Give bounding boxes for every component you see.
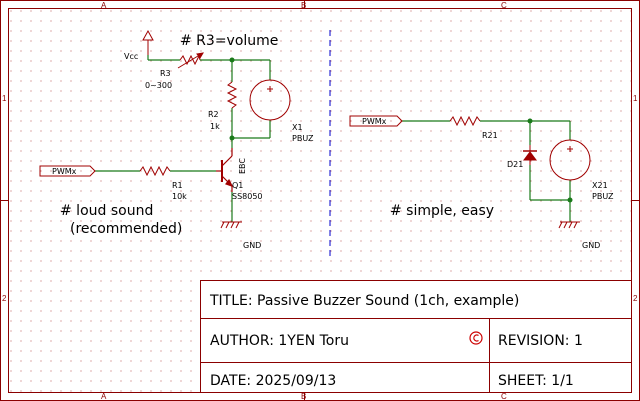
d21-diode xyxy=(523,145,537,165)
right-circuit-junctions xyxy=(527,118,573,203)
right-pwm-port xyxy=(349,115,403,127)
right-pwm-port-label: PWMx xyxy=(362,117,387,126)
q1-npn-transistor xyxy=(216,148,234,192)
x1-buzzer xyxy=(249,79,291,121)
r21-ref-label: R21 xyxy=(482,131,498,140)
r1-value-label: 10k xyxy=(172,192,187,201)
d21-ref-label: D21 xyxy=(507,160,523,169)
r2-value-label: 1k xyxy=(210,122,220,131)
r3-ref-label: R3 xyxy=(160,69,171,78)
x1-ref-label: X1 xyxy=(292,123,303,132)
vcc-power-symbol xyxy=(142,29,154,55)
frame-col-label-a-top: A xyxy=(101,1,107,10)
right-gnd-label: GND xyxy=(582,241,600,250)
title-block-sheet: SHEET: 1/1 xyxy=(498,373,574,389)
comment-loud-sound: # loud sound xyxy=(60,203,153,219)
right-gnd-symbol xyxy=(558,221,580,229)
left-pwm-port xyxy=(39,165,96,177)
title-block-date: DATE: 2025/09/13 xyxy=(210,373,336,389)
title-block-author: AUTHOR: 1YEN Toru xyxy=(210,333,349,349)
frame-col-label-a-bottom: A xyxy=(101,392,107,401)
left-pwm-port-label: PWMx xyxy=(52,167,77,176)
title-block-title: TITLE: Passive Buzzer Sound (1ch, exampl… xyxy=(209,293,519,309)
r2-resistor xyxy=(226,81,238,109)
frame-row-label-2-right: 2 xyxy=(633,294,638,303)
frame-row-label-2-left: 2 xyxy=(2,294,7,303)
r3-variable-resistor xyxy=(177,52,204,69)
frame-col-label-c-top: C xyxy=(501,1,507,10)
title-block-revision: REVISION: 1 xyxy=(498,333,583,349)
comment-simple-easy: # simple, easy xyxy=(390,203,494,219)
comment-r3-volume: # R3=volume xyxy=(180,33,278,49)
frame-row-label-1-left: 1 xyxy=(2,94,7,103)
vcc-label: Vcc xyxy=(124,52,138,61)
x21-value-label: PBUZ xyxy=(592,192,614,201)
q1-value-label: SS8050 xyxy=(232,192,263,201)
title-block-lines xyxy=(200,318,632,392)
x1-value-label: PBUZ xyxy=(292,134,314,143)
left-gnd-label: GND xyxy=(243,241,261,250)
r21-resistor xyxy=(449,115,481,127)
q1-ref-label: Q1 xyxy=(232,181,243,190)
r1-ref-label: R1 xyxy=(172,181,183,190)
frame-col-label-c-bottom: C xyxy=(501,392,507,401)
q1-pin-label: EBC xyxy=(238,158,247,174)
frame-col-label-b-bottom: B xyxy=(301,392,306,401)
frame-col-label-b-top: B xyxy=(301,1,306,10)
cc-logo-icon xyxy=(469,331,483,345)
r3-value-label: 0~300 xyxy=(145,81,172,90)
comment-recommended: (recommended) xyxy=(70,221,182,237)
frame-row-label-1-right: 1 xyxy=(633,94,638,103)
r1-resistor xyxy=(139,165,171,177)
x21-buzzer xyxy=(549,139,591,181)
title-block-frame xyxy=(200,280,632,393)
r2-ref-label: R2 xyxy=(208,110,219,119)
left-circuit-wires xyxy=(95,55,271,222)
left-gnd-symbol xyxy=(220,221,242,229)
x21-ref-label: X21 xyxy=(592,181,608,190)
left-circuit-junctions xyxy=(229,57,235,141)
